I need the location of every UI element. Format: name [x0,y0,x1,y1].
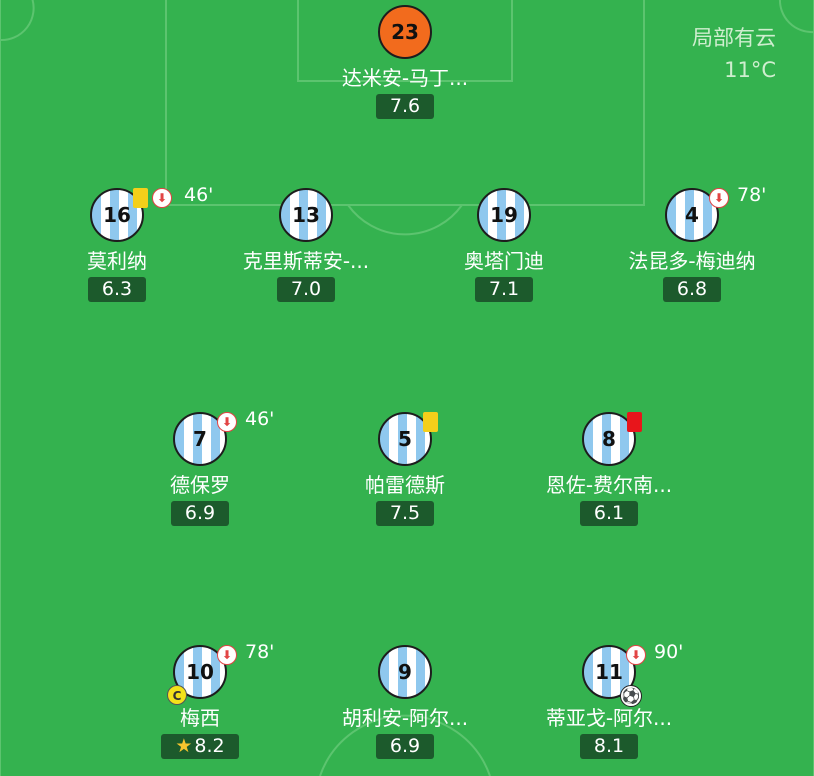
football-icon: ⚽ [620,685,642,707]
player-rating: 7.1 [474,277,534,302]
player-shirt: 8 [582,412,642,466]
player-rating: 7.6 [375,94,435,119]
player-rating: 6.3 [87,277,147,302]
player-rating-value: 8.2 [194,735,225,757]
player-rating: 7.5 [375,501,435,526]
player-number: 5 [398,427,412,451]
player-number: 19 [490,203,518,227]
substitution-out-icon: ⬇ [217,412,237,432]
player-shirt: 16 ⬇ 46' [90,184,213,242]
player-number: 23 [391,20,419,44]
captain-badge-icon: C [167,685,187,705]
substitution-out-icon: ⬇ [217,645,237,665]
player-forward-2[interactable]: 9 胡利安-阿尔... 6.9 [315,645,495,759]
substitution-time: 78' [245,641,275,663]
yellow-card-icon [423,412,438,432]
player-name: 法昆多-梅迪纳 [628,249,756,273]
player-shirt: 10 ⬇ 78' C [167,641,274,705]
player-rating: 6.9 [375,734,435,759]
player-rating: ★8.2 [161,734,239,759]
substitution-time: 90' [654,641,684,663]
player-rating: 6.1 [579,501,639,526]
player-forward-1[interactable]: 10 ⬇ 78' C 梅西 ★8.2 [110,641,290,759]
player-name: 奥塔门迪 [464,249,544,273]
player-shirt: 7 ⬇ 46' [173,408,274,466]
player-defender-3[interactable]: 19 奥塔门迪 7.1 [414,188,594,302]
player-name: 蒂亚戈-阿尔... [545,706,673,730]
substitution-out-icon: ⬇ [626,645,646,665]
player-name: 帕雷德斯 [365,473,445,497]
player-defender-1[interactable]: 16 ⬇ 46' 莫利纳 6.3 [27,184,213,302]
player-name: 梅西 [180,706,220,730]
player-shirt: 23 [378,5,432,59]
weather-temperature: 11°C [724,58,776,82]
player-rating: 6.9 [170,501,230,526]
player-rating: 8.1 [579,734,639,759]
player-number: 10 [186,660,214,684]
weather-panel: 局部有云 11°C [692,22,776,86]
player-rating: 7.0 [276,277,336,302]
player-shirt: 9 [378,645,432,699]
player-midfielder-1[interactable]: 7 ⬇ 46' 德保罗 6.9 [110,408,290,526]
player-goalkeeper[interactable]: 23 达米安-马丁... 7.6 [315,5,495,119]
player-shirt: 13 [279,188,333,242]
star-icon: ★ [175,735,193,757]
player-name: 德保罗 [170,473,230,497]
weather-condition: 局部有云 [692,26,776,50]
red-card-icon [627,412,642,432]
yellow-card-icon [133,188,148,208]
player-number: 7 [193,427,207,451]
substitution-time: 78' [737,184,767,206]
player-number: 13 [292,203,320,227]
player-defender-4[interactable]: 4 ⬇ 78' 法昆多-梅迪纳 6.8 [602,184,782,302]
player-number: 8 [602,427,616,451]
player-name: 达米安-马丁... [341,66,469,90]
player-number: 9 [398,660,412,684]
player-forward-3[interactable]: 11 ⬇ 90' ⚽ 蒂亚戈-阿尔... 8.1 [519,641,699,759]
player-rating: 6.8 [662,277,722,302]
substitution-out-icon: ⬇ [709,188,729,208]
player-name: 胡利安-阿尔... [341,706,469,730]
player-shirt: 5 [378,412,438,466]
player-number: 4 [685,203,699,227]
player-number: 11 [595,660,623,684]
player-name: 克里斯蒂安-... [242,249,370,273]
substitution-out-icon: ⬇ [152,188,172,208]
player-midfielder-3[interactable]: 8 恩佐-费尔南... 6.1 [519,412,699,526]
player-defender-2[interactable]: 13 克里斯蒂安-... 7.0 [216,188,396,302]
substitution-time: 46' [245,408,275,430]
player-name: 恩佐-费尔南... [545,473,673,497]
player-name: 莫利纳 [87,249,147,273]
player-shirt: 19 [477,188,531,242]
player-shirt: 11 ⬇ 90' ⚽ [582,641,683,707]
player-shirt: 4 ⬇ 78' [665,184,766,242]
substitution-time: 46' [184,184,214,206]
player-midfielder-2[interactable]: 5 帕雷德斯 7.5 [315,412,495,526]
player-number: 16 [103,203,131,227]
